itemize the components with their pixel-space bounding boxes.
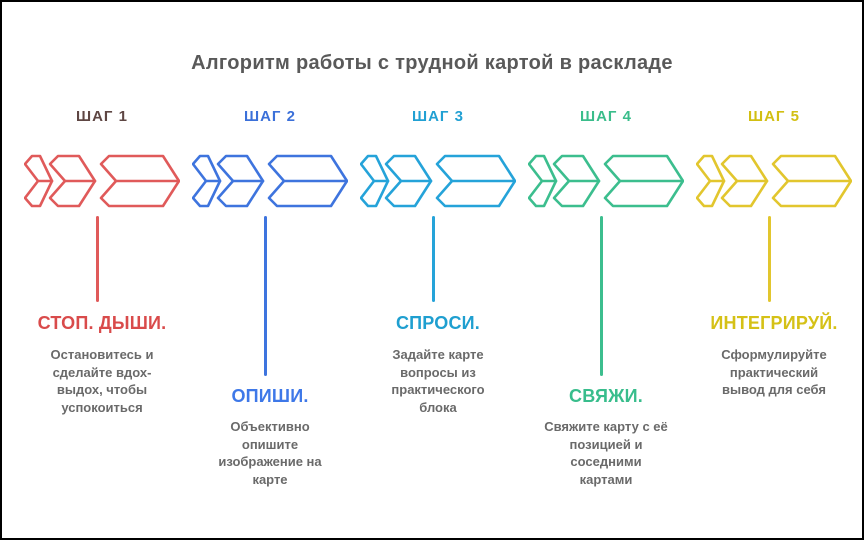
page-title: Алгоритм работы с трудной картой в раскл… (191, 52, 673, 74)
step-label: ШАГ 4 (580, 108, 632, 125)
connector-line (431, 216, 435, 302)
step-description: Объективно опишите изображение на карте (218, 419, 322, 487)
step-column-3: ШАГ 3 СПРОСИ. Задайте карте вопросы из п… (360, 2, 516, 538)
step-column-2: ШАГ 2 ОПИШИ. Объективно опишите изображе… (192, 2, 348, 538)
step-column-4: ШАГ 4 СВЯЖИ. Свяжите карту с её позицией… (528, 2, 684, 538)
connector-line (767, 216, 771, 302)
step-column-1: ШАГ 1 СТОП. ДЫШИ. Остановитесь и сделайт… (24, 2, 180, 538)
step-description: Задайте карте вопросы из практического б… (391, 347, 485, 415)
connector-line (95, 216, 99, 302)
step-column-5: ШАГ 5 ИНТЕГРИРУЙ. Сформулируйте практиче… (696, 2, 852, 538)
step-label: ШАГ 1 (76, 108, 128, 125)
triple-chevron-right-icon (24, 152, 180, 210)
connector-line (599, 216, 603, 376)
step-title: СТОП. ДЫШИ. (37, 313, 167, 333)
step-title: ОПИШИ. (231, 386, 309, 406)
step-label: ШАГ 5 (748, 108, 800, 125)
step-title: СВЯЖИ. (569, 386, 643, 406)
triple-chevron-right-icon (360, 152, 516, 210)
step-description: Сформулируйте практический вывод для себ… (721, 347, 827, 397)
triple-chevron-right-icon (528, 152, 684, 210)
connector-line (263, 216, 267, 376)
step-description: Остановитесь и сделайте вдох- выдох, что… (50, 347, 154, 415)
triple-chevron-right-icon (696, 152, 852, 210)
step-label: ШАГ 2 (244, 108, 296, 125)
triple-chevron-right-icon (192, 152, 348, 210)
step-label: ШАГ 3 (412, 108, 464, 125)
step-description: Свяжите карту с её позицией и соседними … (544, 419, 668, 487)
step-title: ИНТЕГРИРУЙ. (710, 313, 838, 333)
step-title: СПРОСИ. (395, 313, 481, 333)
